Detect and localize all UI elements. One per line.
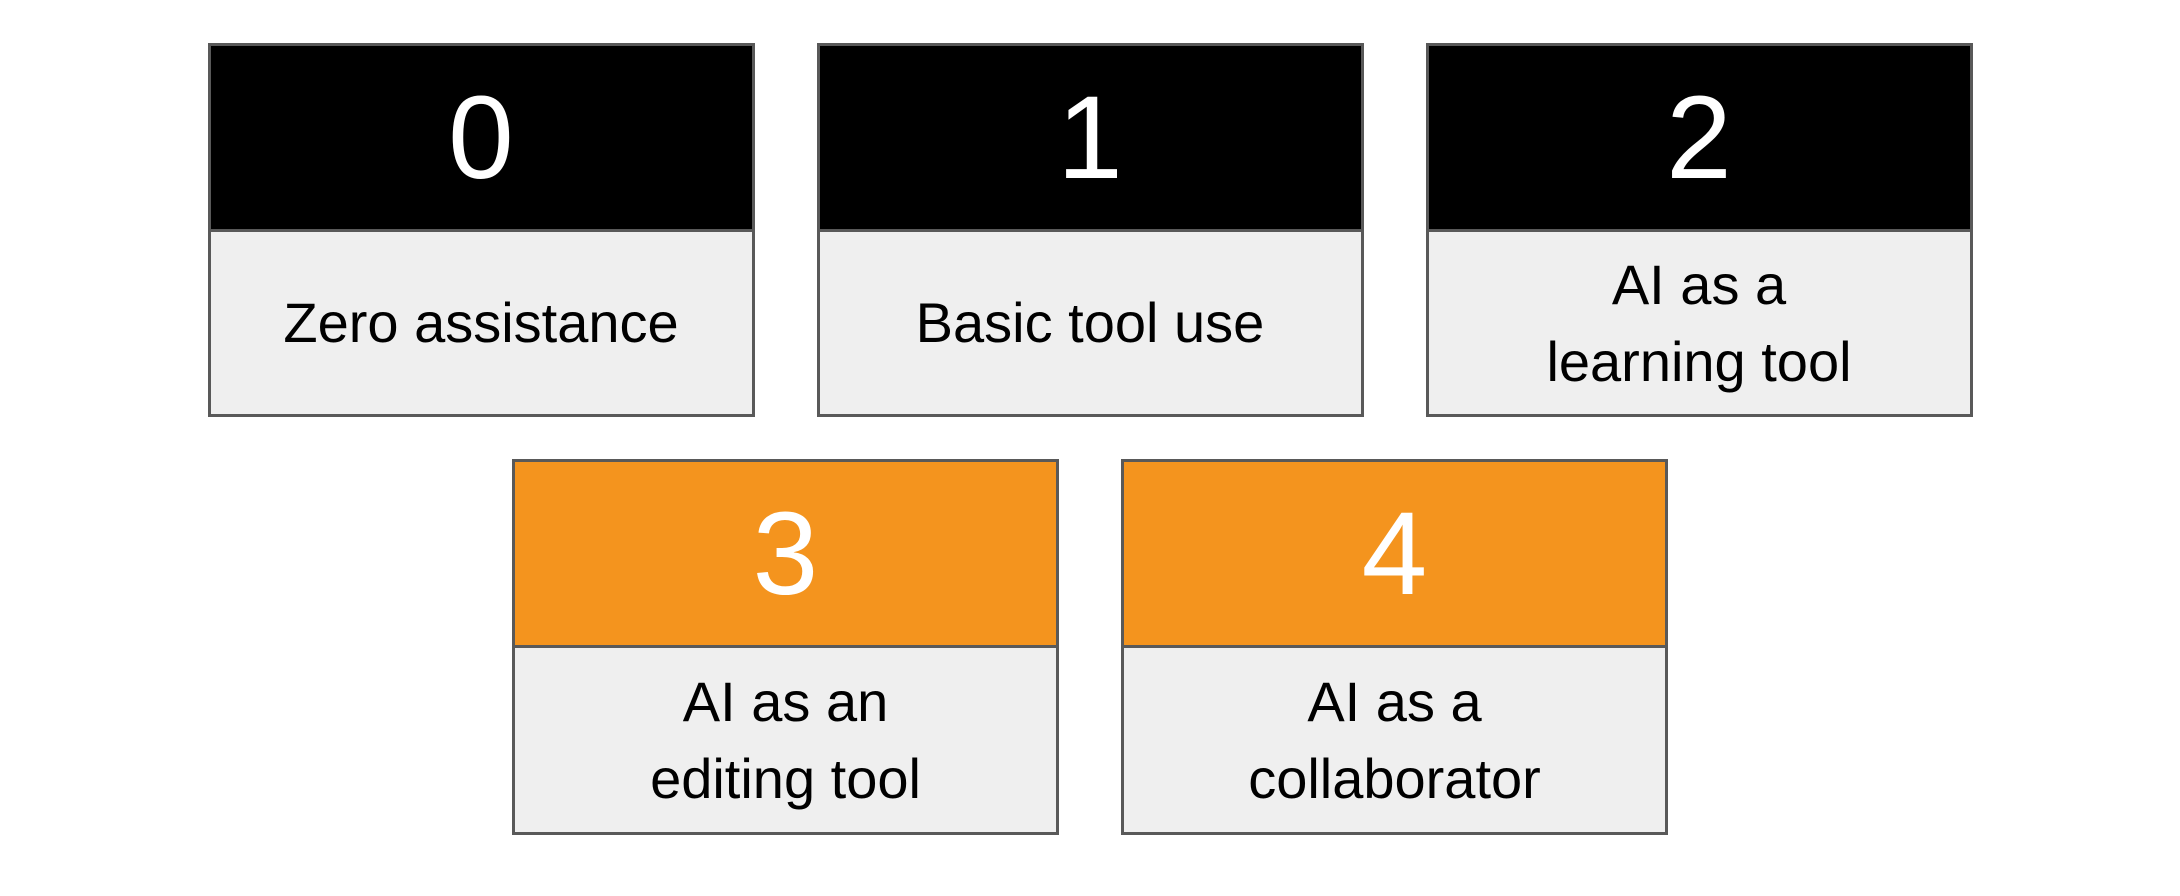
level-card-2: 2 AI as a learning tool xyxy=(1425,43,1973,417)
level-3-number: 3 xyxy=(752,487,819,620)
level-card-0: 0 Zero assistance xyxy=(207,43,755,417)
level-card-3: 3 AI as an editing tool xyxy=(512,459,1059,835)
level-2-header: 2 xyxy=(1428,46,1970,232)
level-0-body: Zero assistance xyxy=(211,232,752,414)
level-2-number: 2 xyxy=(1666,71,1732,204)
level-4-header: 4 xyxy=(1124,462,1665,648)
level-2-label: AI as a learning tool xyxy=(1546,252,1852,393)
scale-row-bottom: 3 AI as an editing tool 4 AI as a collab… xyxy=(512,459,1668,835)
level-1-header: 1 xyxy=(819,46,1361,232)
level-0-label: Zero assistance xyxy=(283,291,679,355)
level-3-header: 3 xyxy=(515,462,1056,648)
level-card-4: 4 AI as a collaborator xyxy=(1121,459,1668,835)
level-1-body: Basic tool use xyxy=(820,232,1361,414)
scale-row-top: 0 Zero assistance 1 Basic tool use 2 AI … xyxy=(207,43,1973,417)
level-4-label: AI as a collaborator xyxy=(1248,669,1541,810)
level-1-number: 1 xyxy=(1057,71,1123,204)
level-4-body: AI as a collaborator xyxy=(1124,648,1665,832)
level-0-header: 0 xyxy=(210,46,752,232)
level-3-body: AI as an editing tool xyxy=(515,648,1056,832)
level-4-number: 4 xyxy=(1361,487,1428,620)
level-2-body: AI as a learning tool xyxy=(1429,232,1970,414)
level-1-label: Basic tool use xyxy=(915,291,1265,355)
level-0-number: 0 xyxy=(448,71,514,204)
level-card-1: 1 Basic tool use xyxy=(816,43,1364,417)
level-3-label: AI as an editing tool xyxy=(650,669,921,810)
